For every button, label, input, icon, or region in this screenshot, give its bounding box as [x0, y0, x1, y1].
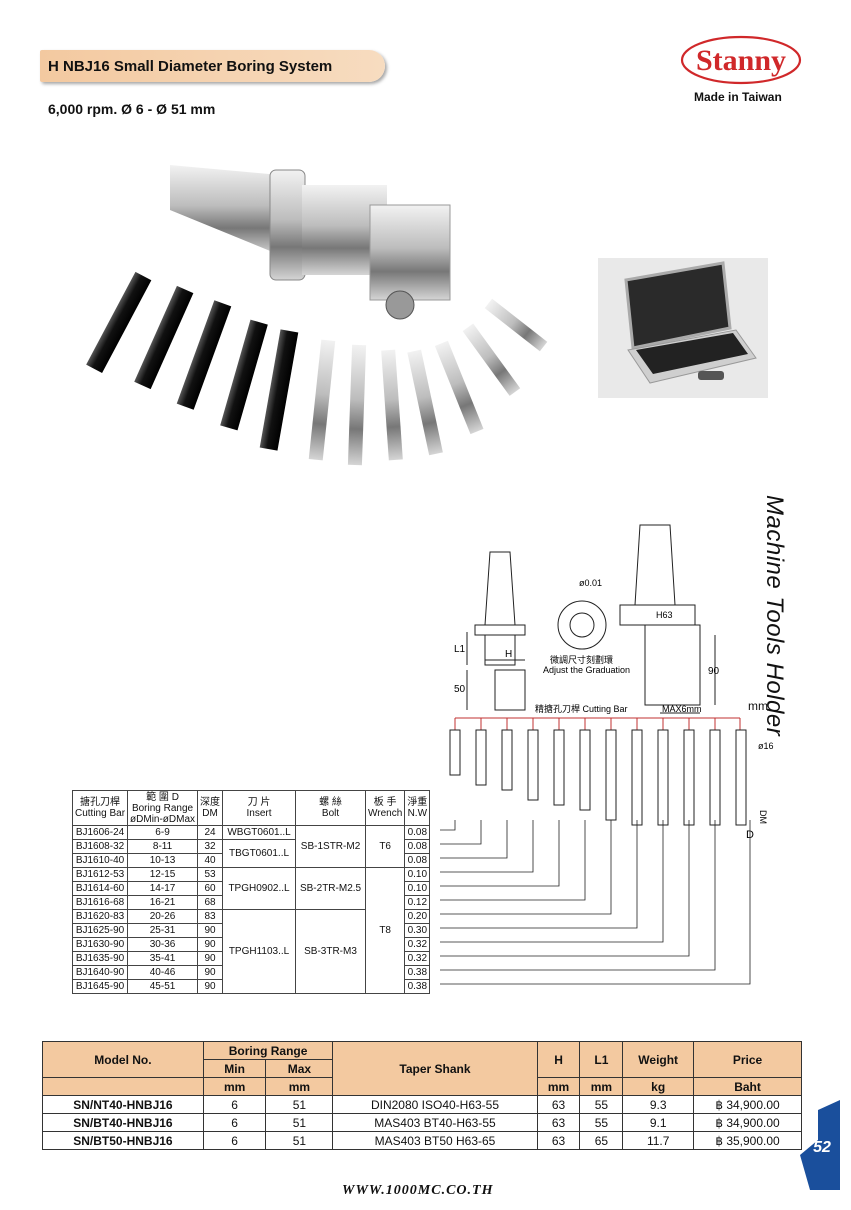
l1-dimension: L1: [454, 644, 466, 655]
unit-min: mm: [202, 1077, 267, 1096]
h63-label: H63: [656, 610, 673, 620]
row-leader-arrows: [440, 820, 751, 985]
unit-l1: mm: [579, 1077, 624, 1096]
unit-h: mm: [536, 1077, 581, 1096]
price-table: Model No. Boring Range Taper Shank H L1 …: [42, 1041, 802, 1150]
col-max: Max: [265, 1059, 334, 1078]
col-model: Model No.: [42, 1041, 204, 1078]
col-price: Price: [693, 1041, 802, 1078]
page-number: 52: [813, 1139, 831, 1156]
unit-model: [42, 1077, 204, 1096]
precision-label: ø0.01: [579, 578, 602, 588]
title-banner: H NBJ16 Small Diameter Boring System: [40, 50, 385, 82]
cutting-bar-label: 精搪孔刀桿 Cutting Bar: [535, 703, 628, 714]
technical-diagram: ø0.01 微調尺寸刻劃環 Adjust the Graduation H L1…: [449, 524, 774, 841]
stanny-logo: Stanny: [680, 35, 802, 85]
black-boring-bars: [86, 271, 299, 451]
d90-dimension: 90: [708, 666, 720, 677]
graduation-cn: 微調尺寸刻劃環: [550, 654, 613, 665]
unit-max: mm: [265, 1077, 334, 1096]
made-in-label: Made in Taiwan: [694, 90, 782, 104]
dm-label: DM: [758, 810, 768, 824]
o16-label: ø16: [758, 741, 774, 751]
col-weight: Weight: [622, 1041, 695, 1078]
carry-case-photo: [598, 258, 768, 398]
col-min: Min: [202, 1059, 267, 1078]
unit-price: Baht: [693, 1077, 802, 1096]
page-subtitle: 6,000 rpm. Ø 6 - Ø 51 mm: [48, 101, 216, 117]
page-title: H NBJ16 Small Diameter Boring System: [48, 58, 333, 75]
col-h: H: [536, 1041, 581, 1078]
page-number-tab: 52: [800, 1100, 840, 1190]
graduation-en: Adjust the Graduation: [543, 665, 630, 675]
silver-boring-bars: [308, 298, 548, 466]
footer-website: WWW.1000MC.CO.TH: [342, 1183, 494, 1198]
bar-outlines: [449, 729, 747, 826]
unit-weight: kg: [622, 1077, 695, 1096]
h-dimension: H: [505, 649, 512, 660]
col-taper: Taper Shank: [332, 1041, 538, 1096]
product-photo: [86, 165, 548, 466]
col-boring-range: Boring Range: [202, 1041, 334, 1060]
brand-name: Stanny: [696, 44, 786, 77]
leader-lines: [454, 717, 741, 730]
d50-dimension: 50: [454, 684, 466, 695]
col-l1: L1: [579, 1041, 624, 1078]
max-label: MAX6mm: [662, 704, 702, 714]
section-label: Machine Tools Holder: [761, 495, 788, 737]
unit-label: mm: [748, 699, 768, 713]
